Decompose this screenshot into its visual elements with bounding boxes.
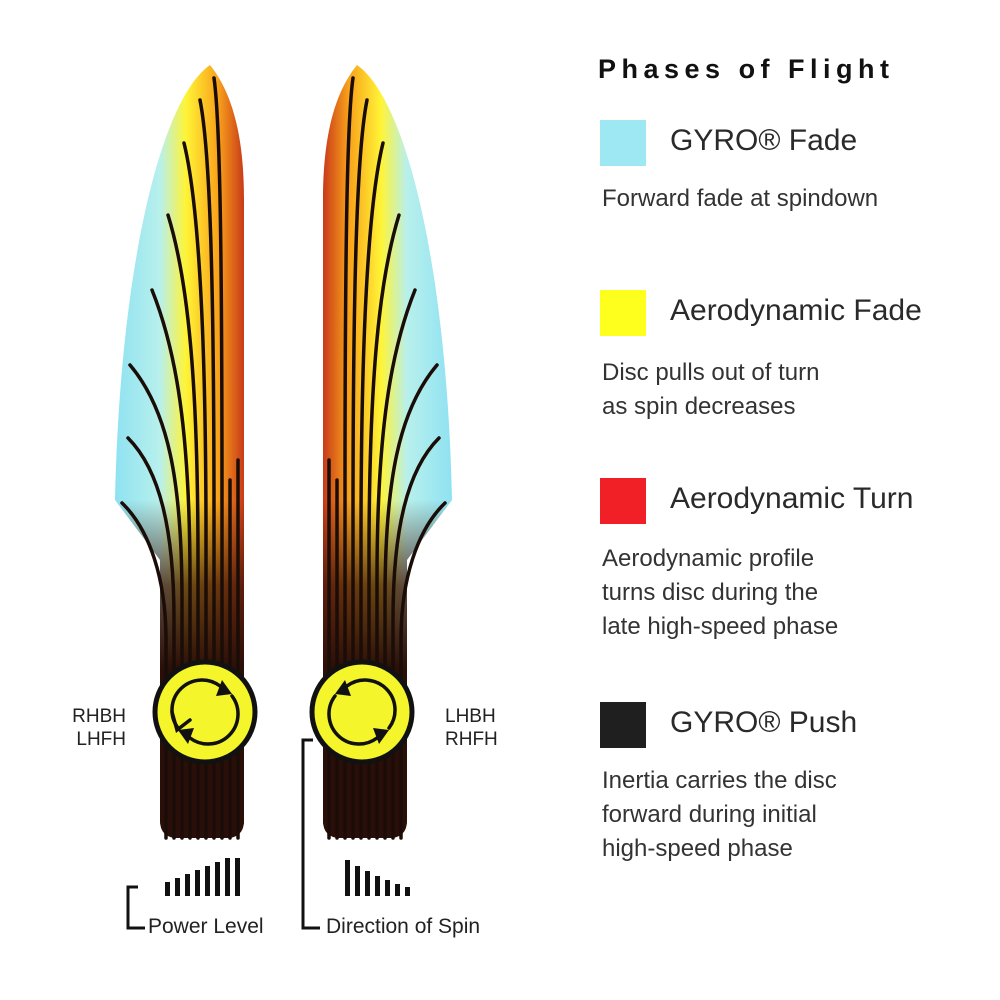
legend-item-label: Aerodynamic Turn (670, 482, 914, 515)
power-level-label: Power Level (148, 915, 264, 938)
counterclockwise-arrows-icon (327, 678, 397, 746)
legend-item-label: GYRO® Fade (670, 124, 858, 157)
description-line: turns disc during the (602, 579, 819, 606)
right-throw-labels: LHBH RHFH (445, 706, 498, 750)
description-line: high-speed phase (602, 835, 793, 862)
legend-swatch (600, 702, 646, 748)
description-line: Forward fade at spindown (602, 185, 879, 212)
legend-item-label: GYRO® Push (670, 706, 858, 739)
left-throw-label: RHBH (72, 706, 126, 727)
spin-direction-icon (345, 860, 410, 896)
legend-swatch (600, 120, 646, 166)
legend-item-description: Disc pulls out of turn as spin decreases (602, 356, 819, 424)
description-line: forward during initial (602, 801, 817, 828)
description-line: Disc pulls out of turn (602, 359, 820, 386)
right-throw-label: LHBH (445, 706, 496, 727)
left-flight-shape (115, 65, 258, 840)
direction-of-spin-label: Direction of Spin (326, 915, 480, 938)
description-line: as spin decreases (602, 393, 796, 420)
legend-item-description: Inertia carries the disc forward during … (602, 764, 837, 866)
power-level-bracket (126, 885, 145, 930)
legend-item-label: Aerodynamic Fade (670, 294, 922, 327)
right-throw-label: RHFH (445, 729, 498, 750)
left-throw-label: LHFH (76, 729, 126, 750)
legend-item-description: Forward fade at spindown (602, 182, 878, 216)
legend-swatch (600, 290, 646, 336)
legend-swatch (600, 478, 646, 524)
left-throw-labels: RHBH LHFH (72, 706, 126, 750)
legend-title: Phases of Flight (598, 54, 895, 84)
legend-item-description: Aerodynamic profile turns disc during th… (602, 542, 838, 644)
description-line: Inertia carries the disc (602, 767, 837, 794)
description-line: late high-speed phase (602, 613, 839, 640)
description-line: Aerodynamic profile (602, 545, 815, 572)
clockwise-arrows-icon (170, 678, 240, 746)
power-level-icon (165, 858, 240, 896)
direction-of-spin-bracket (301, 738, 320, 930)
